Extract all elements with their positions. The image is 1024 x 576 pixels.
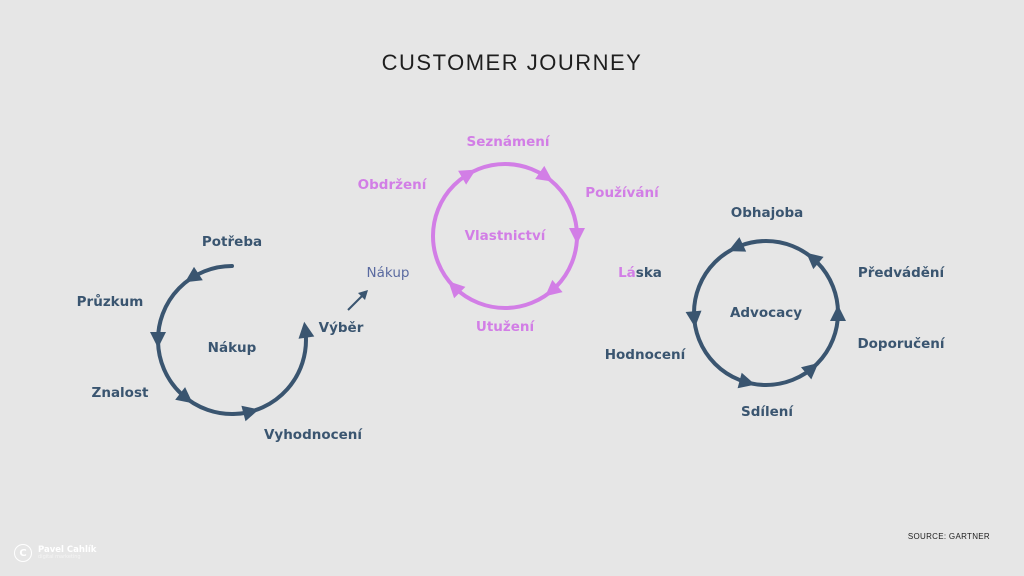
brand-subtitle: digital marketing [38,553,81,560]
purchase-arrow-1-icon [185,266,203,283]
stage-potreba: Potřeba [201,234,263,250]
ownership-center-label: Vlastnictví [464,228,546,244]
ownership-arrow-3-icon [569,228,585,244]
stage-vyhodnoceni: Vyhodnocení [263,427,363,443]
stage-pouzivani: Používání [585,185,659,201]
source-note: SOURCE: GARTNER [907,532,990,541]
ownership-arrow-4-icon [545,279,563,297]
ownership-arrow-2-icon [535,165,553,182]
stage-obdrzeni: Obdržení [357,177,427,193]
stage-utuzeni: Utužení [475,319,535,335]
stage-doporuceni: Doporučení [857,336,945,352]
ownership-arrow-5-icon [448,281,466,299]
transition-laska-label: Láska [618,265,662,281]
advocacy-arrow-5-icon [737,372,756,389]
stage-sdileni: Sdílení [740,404,794,420]
transition-arrow-line [347,293,365,311]
stage-vyber: Výběr [318,320,364,336]
copyright-icon: C [14,544,32,562]
brand-logo: C Pavel Cahlík digital marketing [14,544,96,562]
transition-arrow-icon [358,290,368,300]
advocacy-arrow-4-icon [801,363,819,380]
advocacy-arrow-3-icon [830,305,846,321]
stage-hodnoceni: Hodnocení [604,347,686,363]
brand-name: Pavel Cahlík [38,544,97,555]
advocacy-arrow-1-icon [728,237,747,252]
laska-part1: Lá [618,265,636,281]
purchase-arrow-end-icon [298,321,315,339]
purchase-arrow-2-icon [150,332,166,348]
advocacy-arrow-6-icon [685,310,702,328]
advocacy-arrow-2-icon [806,252,824,270]
transition-nakup-label: Nákup [366,265,410,281]
laska-part2: ska [635,265,662,281]
purchase-center-label: Nákup [207,340,257,356]
page-title: CUSTOMER JOURNEY [381,50,643,75]
purchase-arrow-4-icon [241,405,259,422]
ownership-arrow-1-icon [458,169,476,185]
stage-predvadeni: Předvádění [857,265,945,281]
stage-seznameni: Seznámení [466,134,550,150]
purchase-arrow-3-icon [175,387,193,404]
stage-obhajoba: Obhajoba [730,205,804,221]
advocacy-center-label: Advocacy [729,305,803,321]
stage-znalost: Znalost [91,385,149,401]
stage-pruzkum: Průzkum [76,294,144,310]
